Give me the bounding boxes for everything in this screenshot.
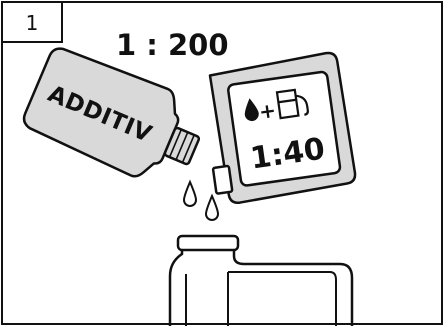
step-number-box: 1 (2, 2, 62, 42)
step-number: 1 (26, 11, 39, 35)
fuel-canister: + 1:40 (199, 51, 357, 205)
mix-ratio-heading: 1 : 200 (116, 28, 229, 62)
svg-text:+: + (258, 98, 278, 124)
